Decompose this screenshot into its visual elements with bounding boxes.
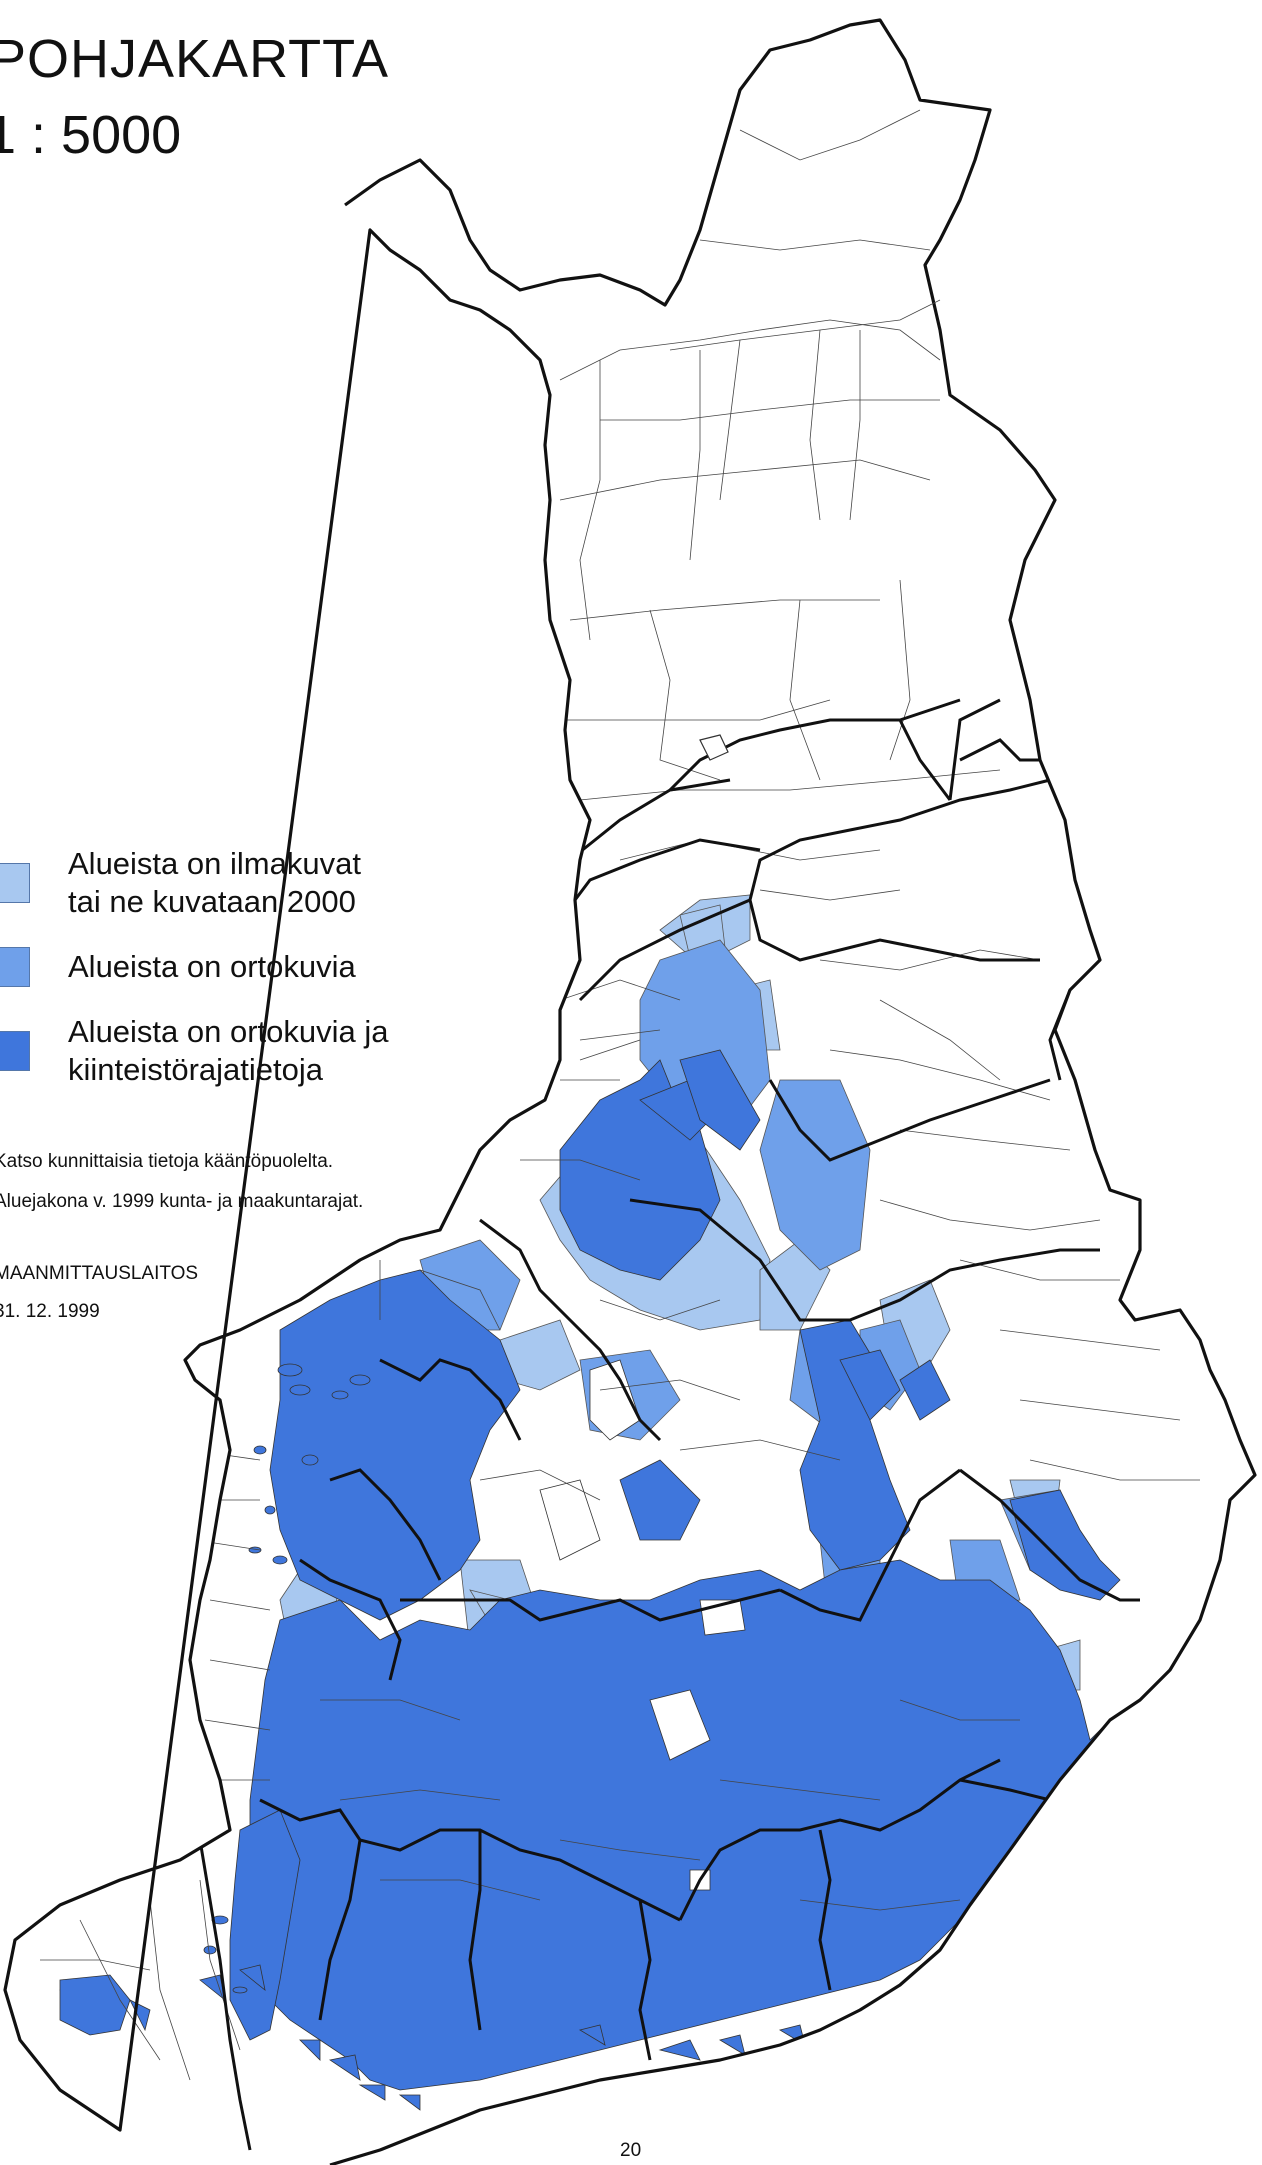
legend-label: Alueista on ortokuvia [68,949,356,984]
legend-label: Alueista on ilmakuvat tai ne kuvataan 20… [68,846,361,919]
map-title: POHJAKARTTA [0,29,390,89]
publisher-date: 31. 12. 1999 [0,1301,100,1322]
legend-label: Alueista on ortokuvia ja kiinteistörajat… [68,1014,389,1087]
legend: Alueista on ilmakuvat tai ne kuvataan 20… [0,845,472,1115]
lake-outline [699,734,729,761]
note-line: Katso kunnittaisia tietoja kääntöpuolelt… [0,1151,334,1172]
coverage-dark-areas [59,1049,1141,2111]
uncovered-pockets [539,1359,746,1891]
legend-swatch-light [0,863,30,903]
page-number: 20 [620,2140,642,2161]
map-scale: 1 : 5000 [0,105,182,165]
lapland-boundaries [600,109,941,521]
regional-boundaries [198,698,1140,2151]
publisher-name: MAANMITTAUSLAITOS [0,1263,199,1284]
municipal-boundaries [40,319,1200,2081]
country-border [3,18,1257,2165]
legend-item-aerial: Alueista on ilmakuvat tai ne kuvataan 20… [0,845,472,921]
publisher-block: MAANMITTAUSLAITOS 31. 12. 1999 [0,1255,198,1331]
map-notes: Katso kunnittaisia tietoja kääntöpuolelt… [0,1142,363,1222]
note-line: Aluejakona v. 1999 kunta- ja maakuntaraj… [0,1191,364,1212]
legend-item-ortho-property: Alueista on ortokuvia ja kiinteistörajat… [0,1013,472,1089]
legend-swatch-dark [0,1031,30,1071]
legend-item-ortho: Alueista on ortokuvia [0,947,472,987]
legend-swatch-medium [0,947,30,987]
